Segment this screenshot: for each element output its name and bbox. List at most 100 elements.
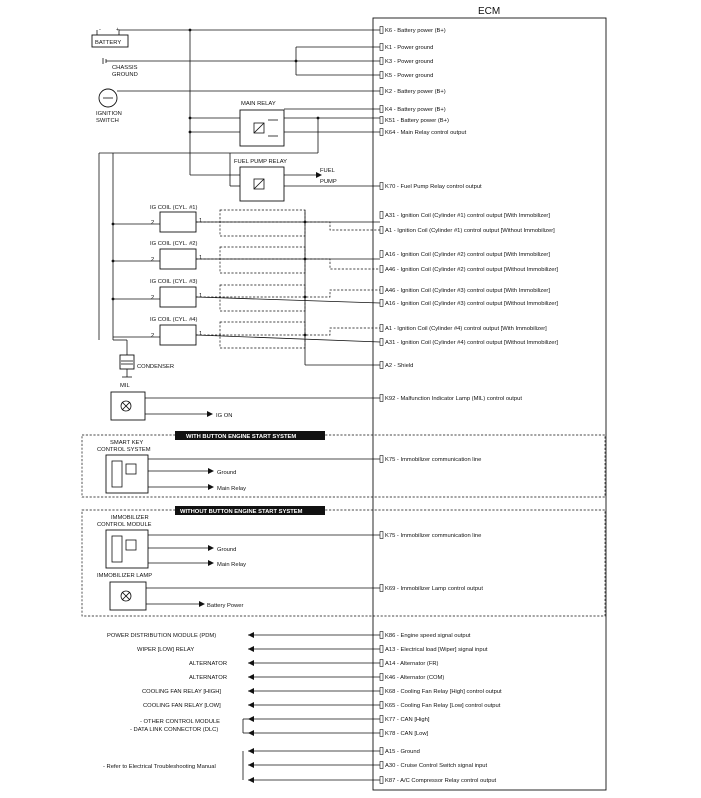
condenser-label: CONDENSER [137, 364, 174, 370]
ig-coil-1-label: IG COIL (CYL. #1) [150, 205, 198, 211]
wiper-relay-label: WIPER [LOW] RELAY [137, 647, 194, 653]
ecm-pin-label: K68 - Cooling Fan Relay [High] control o… [385, 689, 502, 695]
alternator-fr-label: ALTERNATOR [189, 661, 227, 667]
ecm-pin-label: K3 - Power ground [385, 59, 433, 65]
ecm-pin-marker [379, 299, 384, 307]
immobilizer-label: IMMOBILIZER [111, 515, 149, 521]
smart-key-main-relay-label: Main Relay [217, 486, 246, 492]
ecm-pin-label: K78 - CAN [Low] [385, 731, 429, 737]
ecm-pin-label: K51 - Battery power (B+) [385, 118, 449, 124]
ecm-pin-marker [379, 43, 384, 51]
mil-lamp-icon [120, 400, 132, 412]
ig-coil-1-pin-2: 2 [151, 220, 154, 226]
ecm-pin-label: A15 - Ground [385, 749, 420, 755]
ecm-pin-marker [379, 645, 384, 653]
ecm-pin-marker [379, 701, 384, 709]
smart-key-label: SMART KEY [110, 440, 143, 446]
pdm-label: POWER DISTRIBUTION MODULE (PDM) [107, 633, 216, 639]
ecm-pin-label: K92 - Malfunction Indicator Lamp (MIL) c… [385, 396, 522, 402]
ecm-pin-label: K46 - Alternator (COM) [385, 675, 444, 681]
ecm-pin-marker [379, 250, 384, 258]
battery-symbol [91, 34, 129, 48]
ecm-pin-marker [379, 116, 384, 124]
battery-label: BATTERY [95, 40, 121, 46]
ecm-pin-marker [379, 338, 384, 346]
chassis-ground-label-2: GROUND [112, 72, 138, 78]
ecm-pin-label: K1 - Power ground [385, 45, 433, 51]
ecm-pin-marker [379, 211, 384, 219]
ecm-pin-marker [379, 747, 384, 755]
without-button-banner-text: WITHOUT BUTTON ENGINE START SYSTEM [180, 509, 303, 515]
immobilizer-lamp-label: IMMOBILIZER LAMP [97, 573, 152, 579]
ecm-pin-marker [379, 761, 384, 769]
ig-coil-4-pin-1: 1 [199, 331, 202, 337]
ignition-switch-label: IGNITION [96, 111, 122, 117]
with-button-banner [175, 431, 325, 440]
ig-on-label: IG ON [216, 413, 232, 419]
alternator-com-label: ALTERNATOR [189, 675, 227, 681]
ecm-title: ECM [478, 6, 500, 17]
ecm-pin-label: A30 - Cruise Control Switch signal input [385, 763, 488, 769]
ignition-coils: IG COIL (CYL. #1) IG COIL (CYL. #2) IG C… [111, 205, 381, 366]
condenser-symbol [119, 354, 135, 370]
fuel-pump-relay-label: FUEL PUMP RELAY [234, 159, 287, 165]
ig-coil-1-pin-1: 1 [199, 218, 202, 224]
ecm-pin-label: A1 - Ignition Coil (Cylinder #1) control… [385, 228, 555, 234]
ecm-pin-marker [379, 105, 384, 113]
fan-low-label: COOLING FAN RELAY [LOW] [143, 703, 221, 709]
ecm-pin-label: K64 - Main Relay control output [385, 130, 467, 136]
ecm-box [372, 17, 607, 791]
ecm-pin-label: A31 - Ignition Coil (Cylinder #4) contro… [385, 340, 558, 346]
without-button-section [81, 509, 606, 617]
smart-key-ground-label: Ground [217, 470, 236, 476]
ecm-pin-label: K69 - Immobilizer Lamp control output [385, 586, 483, 592]
immobilizer-main-relay-label: Main Relay [217, 562, 246, 568]
ig-coil-3-pin-2: 2 [151, 295, 154, 301]
ecm-pin-marker [379, 87, 384, 95]
ig-coil-2-box [159, 248, 197, 270]
ecm-pin-marker [379, 265, 384, 273]
ecm-pin-marker [379, 673, 384, 681]
immobilizer-label-2: CONTROL MODULE [97, 522, 152, 528]
ecm-pin-label: K65 - Cooling Fan Relay [Low] control ou… [385, 703, 501, 709]
ecm-pin-label: A13 - Electrical load [Wiper] signal inp… [385, 647, 488, 653]
ecm-pin-list: K6 - Battery power (B+) K1 - Power ground… [379, 26, 558, 784]
ecm-pin-marker [379, 324, 384, 332]
ecm-pin-marker [379, 361, 384, 369]
ecm-pin-marker [379, 729, 384, 737]
ig-coil-2-label: IG COIL (CYL. #2) [150, 241, 198, 247]
ecm-pin-marker [379, 631, 384, 639]
mil-label: MIL [120, 383, 130, 389]
immobilizer-lamp-icon [120, 590, 132, 602]
ecm-pin-label: A46 - Ignition Coil (Cylinder #2) contro… [385, 267, 558, 273]
fuel-pump-relay-box [239, 166, 285, 202]
ecm-pin-marker [379, 57, 384, 65]
main-relay-label: MAIN RELAY [241, 101, 276, 107]
fan-high-label: COOLING FAN RELAY [HIGH] [142, 689, 221, 695]
ecm-pin-marker [379, 531, 384, 539]
ecm-pin-label: A14 - Alternator (FR) [385, 661, 439, 667]
ecm-pin-label: A46 - Ignition Coil (Cylinder #3) contro… [385, 288, 550, 294]
without-button-banner [175, 506, 325, 515]
ecm-pin-marker [379, 776, 384, 784]
fuel-pump-label: FUEL [320, 168, 336, 174]
ecm-pin-label: A16 - Ignition Coil (Cylinder #3) contro… [385, 301, 558, 307]
external-connections: POWER DISTRIBUTION MODULE (PDM) WIPER [L… [103, 632, 380, 783]
other-control-label: - OTHER CONTROL MODULE [140, 719, 220, 725]
ecm-pin-label: K4 - Battery power (B+) [385, 107, 446, 113]
ig-coil-3-pin-1: 1 [199, 293, 202, 299]
ecm-pin-label: K2 - Battery power (B+) [385, 89, 446, 95]
ig-coil-2-pin-2: 2 [151, 257, 154, 263]
ecm-pin-marker [379, 715, 384, 723]
ecm-pin-label: K6 - Battery power (B+) [385, 28, 446, 34]
ig-coil-1-box [159, 211, 197, 233]
ig-coil-4-label: IG COIL (CYL. #4) [150, 317, 198, 323]
ecm-pin-label: K86 - Engine speed signal output [385, 633, 471, 639]
ecm-pin-marker [379, 455, 384, 463]
with-button-banner-text: WITH BUTTON ENGINE START SYSTEM [186, 434, 296, 440]
ecm-pin-marker [379, 226, 384, 234]
main-relay-box [239, 109, 285, 147]
battery-power-label: Battery Power [207, 603, 243, 609]
ecm-pin-label: A31 - Ignition Coil (Cylinder #1) contro… [385, 213, 550, 219]
